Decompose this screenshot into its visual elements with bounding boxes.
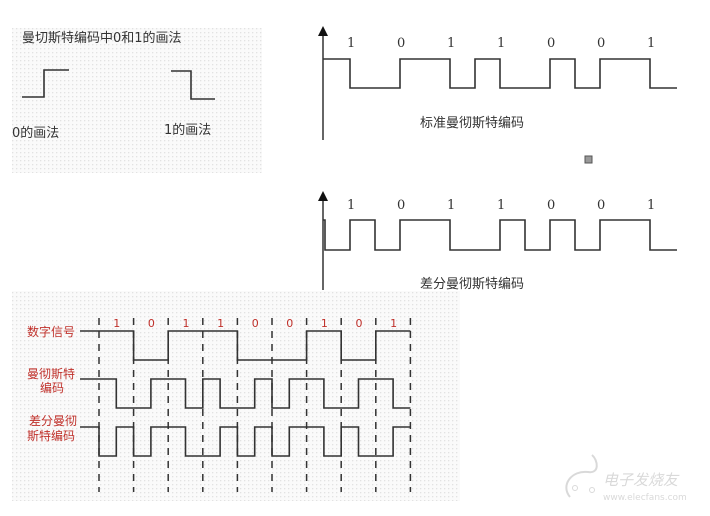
differential-manchester-waveform xyxy=(80,426,411,457)
manchester-waveform xyxy=(80,378,411,409)
watermark-brand: 电子发烧友 xyxy=(603,471,680,489)
bit-label: 0 xyxy=(148,317,155,330)
one-symbol-label: 1的画法 xyxy=(164,122,211,138)
standard-manchester-panel: 1 0 1 1 0 0 1 标准曼彻斯特编码 xyxy=(318,26,677,140)
zero-symbol-label: 0的画法 xyxy=(12,125,59,141)
watermark-node-icon xyxy=(572,485,578,491)
bit-label: 0 xyxy=(397,36,405,51)
bit-label: 1 xyxy=(497,36,505,51)
row-label-digital-signal: 数字信号 xyxy=(27,324,75,339)
bit-label: 0 xyxy=(356,317,363,330)
bit-label: 1 xyxy=(217,317,224,330)
bit-label: 1 xyxy=(390,317,397,330)
panel-background xyxy=(12,291,460,501)
bit-label: 1 xyxy=(347,36,355,51)
bit-label: 0 xyxy=(547,36,555,51)
bit-label: 1 xyxy=(321,317,328,330)
differential-manchester-waveform xyxy=(323,219,677,251)
bit-label: 1 xyxy=(647,198,655,213)
small-square-marker xyxy=(584,155,593,164)
bit-label: 0 xyxy=(597,198,605,213)
bit-label: 0 xyxy=(286,317,293,330)
comparison-panel: 1 0 1 1 0 0 1 0 1 数字信号 曼彻斯特 编码 差分曼彻 斯特编码 xyxy=(12,291,460,501)
standard-manchester-waveform xyxy=(323,58,677,89)
watermark-node-icon xyxy=(589,487,595,493)
bit-label: 1 xyxy=(183,317,190,330)
bit-label: 0 xyxy=(252,317,259,330)
differential-manchester-panel: 1 0 1 1 0 0 1 差分曼彻斯特编码 xyxy=(318,191,677,292)
watermark-logo: 电子发烧友 www.elecfans.com xyxy=(565,454,687,503)
watermark-url: www.elecfans.com xyxy=(603,493,687,503)
zero-symbol-rising-edge xyxy=(22,69,69,98)
differential-manchester-caption: 差分曼彻斯特编码 xyxy=(420,277,524,292)
axis-arrow-icon xyxy=(318,26,328,36)
symbol-panel: 曼切斯特编码中0和1的画法 0的画法 1的画法 xyxy=(12,28,262,173)
standard-manchester-caption: 标准曼彻斯特编码 xyxy=(420,116,524,131)
watermark-swirl-icon xyxy=(565,454,598,498)
bit-label: 0 xyxy=(397,198,405,213)
row-label-manchester-line2: 编码 xyxy=(40,380,64,395)
one-symbol-falling-edge xyxy=(171,70,215,100)
row-label-manchester-line1: 曼彻斯特 xyxy=(27,366,75,381)
row-label-differential-line1: 差分曼彻 xyxy=(29,414,77,428)
axis-arrow-icon xyxy=(318,191,328,201)
bit-label: 1 xyxy=(347,198,355,213)
digital-signal-waveform xyxy=(80,330,411,361)
bit-label: 1 xyxy=(447,36,455,51)
bit-label: 0 xyxy=(597,36,605,51)
bit-label: 1 xyxy=(647,36,655,51)
panel-background xyxy=(12,28,262,173)
bit-label: 1 xyxy=(113,317,120,330)
row-label-differential-line2: 斯特编码 xyxy=(27,428,75,443)
bit-label: 1 xyxy=(447,198,455,213)
symbol-panel-title: 曼切斯特编码中0和1的画法 xyxy=(22,30,182,46)
bit-label: 1 xyxy=(497,198,505,213)
bit-label: 0 xyxy=(547,198,555,213)
